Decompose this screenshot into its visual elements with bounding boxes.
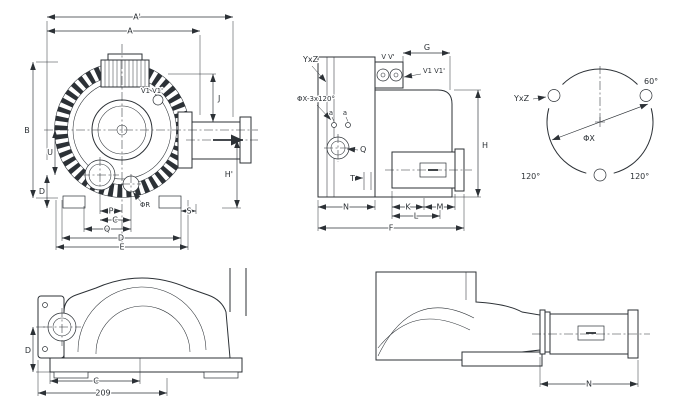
mounting-foot [62,195,86,209]
dim-label-d-left: D [39,187,45,196]
label-phi-r: ΦR [140,201,150,209]
label-angle-60: 60° [644,77,658,86]
label-yxz-circle: YxZ [513,94,530,103]
bolt-slot [331,122,337,128]
blower-body-side [317,56,376,198]
housing-silhouette [63,277,231,359]
label-v1v1: V1 V1' [423,67,445,75]
dim-label-c-bl: C [93,377,99,386]
dim-label-n: N [343,203,349,212]
dim-label-p: P [109,207,114,216]
bolt-hole [639,89,653,102]
front-dimensions [30,14,241,250]
dim-label-g: G [424,43,430,52]
label-angle-120-right: 120° [630,172,649,181]
dim-label-d-bl: D [25,346,31,355]
base-plate [49,357,243,373]
dim-label-209: 209 [95,389,110,398]
dim-label-s: S [186,207,191,216]
label-q-side: Q [360,145,366,154]
dim-label-k: K [405,203,411,212]
label-phix-circle: ΦX [583,134,595,143]
label-yxz-side: YxZ [302,55,319,64]
label-a1: a [329,109,333,117]
dim-label-u: U [47,148,53,157]
bolt-hole [547,89,561,102]
bottom-left-view: D C 209 [24,268,247,399]
label-a2: a [343,109,347,117]
label-vv: V V' [381,53,394,61]
label-phix-side: ΦX-3x120° [297,95,335,103]
dim-label-e: E [119,243,124,252]
label-angle-120-left: 120° [521,172,540,181]
muffler-foot [461,351,543,367]
dim-label-a: A [127,27,133,36]
bolt-hole [593,168,607,182]
casing-silhouette [375,271,541,361]
bottom-right-dimensions [539,357,639,387]
mounting-foot [158,195,182,209]
dim-label-h: H [482,141,488,150]
dim-label-n-br: N [586,380,592,389]
dim-label-b: B [24,126,30,135]
label-v1-front: V1 V1' [141,87,163,95]
dim-label-j: J [217,94,220,103]
dim-label-q: Q [104,225,110,234]
top-port [152,94,164,106]
dim-label-h-prime: H' [225,170,233,179]
dim-label-t: T [349,174,355,183]
bottom-right-view: N [375,271,650,390]
side-view: YxZ ΦX-3x120° a a V V' V1 V1' G T Q H N … [296,42,489,234]
dim-label-c: C [112,216,118,225]
dim-label-a-prime: A' [133,13,141,22]
dim-label-m: M [437,203,444,212]
side-dimensions [311,50,481,231]
front-view: A' A B U D J H' P S C Q D E ΦR V1 V1' [23,11,258,253]
dim-label-l: L [414,212,419,221]
bolt-slot [345,122,351,128]
bolt-circle-view: ΦX 60° YxZ 120° 120° [512,66,659,182]
dim-label-d: D [118,234,124,243]
bottom-left-dimensions [30,326,168,396]
dim-label-f: F [389,224,394,233]
